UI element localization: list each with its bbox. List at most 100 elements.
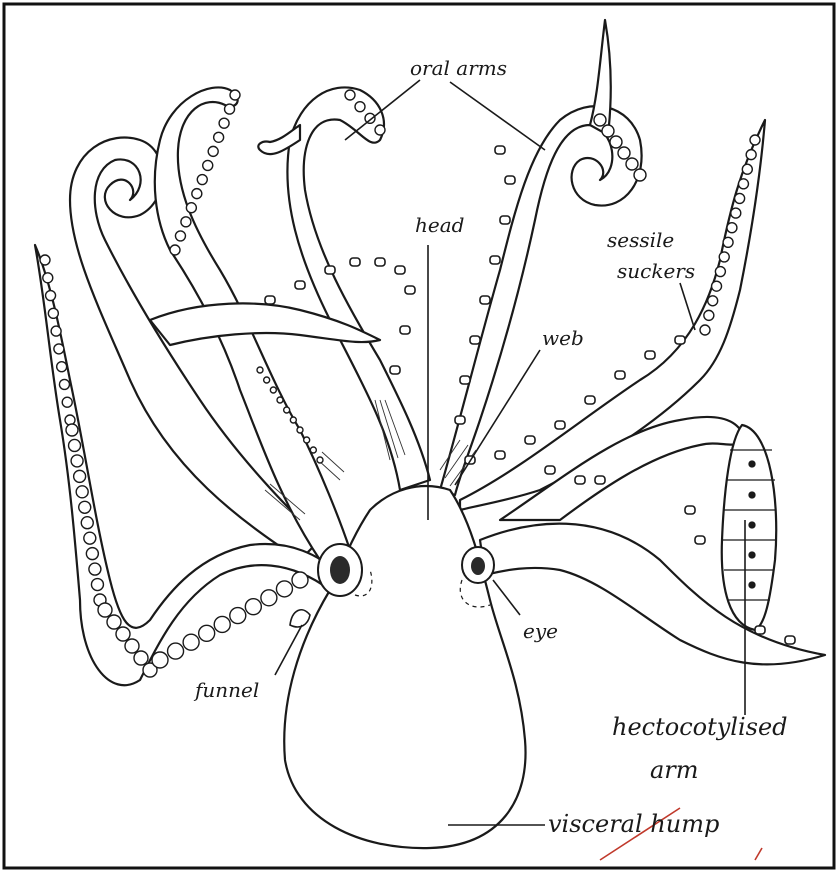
sucker xyxy=(86,548,98,560)
sucker xyxy=(203,160,213,170)
sucker xyxy=(345,90,355,100)
sucker-tubercle xyxy=(615,371,625,379)
sucker-tubercle xyxy=(500,216,510,224)
label-web: web xyxy=(542,326,584,350)
sucker xyxy=(304,437,310,443)
sucker xyxy=(355,102,365,112)
sucker xyxy=(245,599,261,615)
sucker xyxy=(230,90,240,100)
sucker xyxy=(134,651,148,665)
sucker-tubercle xyxy=(325,266,335,274)
sucker-tubercle xyxy=(350,258,360,266)
sucker xyxy=(192,189,202,199)
sucker xyxy=(626,158,638,170)
sucker xyxy=(618,147,630,159)
label-oral-arms: oral arms xyxy=(410,56,507,80)
hectocotylus-ligula xyxy=(722,425,776,630)
sucker xyxy=(297,427,303,433)
sucker xyxy=(208,146,218,156)
sucker xyxy=(43,273,53,283)
sucker xyxy=(48,308,58,318)
sucker-tubercle xyxy=(575,476,585,484)
label-suckers: suckers xyxy=(617,259,695,283)
sucker-tubercle xyxy=(755,626,765,634)
sucker xyxy=(46,291,56,301)
sucker-tubercle xyxy=(585,396,595,404)
sucker xyxy=(594,114,606,126)
sucker-tubercle xyxy=(525,436,535,444)
sucker-tubercle xyxy=(675,336,685,344)
sucker-tubercle xyxy=(490,256,500,264)
sucker xyxy=(225,104,235,114)
sucker xyxy=(230,608,246,624)
sucker-tubercle xyxy=(495,146,505,154)
sucker xyxy=(74,470,86,482)
sucker xyxy=(199,625,215,641)
sucker xyxy=(746,150,756,160)
sucker xyxy=(375,125,385,135)
sucker-tubercle xyxy=(405,286,415,294)
sucker xyxy=(270,387,276,393)
sucker-tubercle xyxy=(395,266,405,274)
sucker xyxy=(715,267,725,277)
sucker-tubercle xyxy=(460,376,470,384)
sucker xyxy=(183,634,199,650)
sucker-tubercle xyxy=(785,636,795,644)
sucker xyxy=(152,652,168,668)
sucker-tubercle xyxy=(595,476,605,484)
label-sessile: sessile xyxy=(607,228,674,252)
sucker xyxy=(71,455,83,467)
sucker xyxy=(723,237,733,247)
sucker-tubercle xyxy=(695,536,705,544)
sucker xyxy=(81,517,93,529)
label-arm: arm xyxy=(650,756,699,784)
sucker xyxy=(284,407,290,413)
sucker xyxy=(57,362,67,372)
sucker xyxy=(168,643,184,659)
sucker xyxy=(738,179,748,189)
sucker xyxy=(708,296,718,306)
sucker xyxy=(186,203,196,213)
sucker xyxy=(89,563,101,575)
sucker xyxy=(742,164,752,174)
sucker-tubercle xyxy=(505,176,515,184)
sucker-tubercle xyxy=(375,258,385,266)
sucker xyxy=(735,193,745,203)
sucker xyxy=(51,326,61,336)
sucker xyxy=(76,486,88,498)
sucker-tubercle xyxy=(495,451,505,459)
sucker-tubercle xyxy=(390,366,400,374)
sucker xyxy=(69,439,81,451)
sucker xyxy=(264,377,270,383)
sucker xyxy=(125,639,139,653)
label-hectocotylised: hectocotylised xyxy=(612,713,788,741)
sucker xyxy=(317,457,323,463)
sucker xyxy=(219,118,229,128)
sucker-tubercle xyxy=(470,336,480,344)
sucker-tubercle xyxy=(545,466,555,474)
sucker xyxy=(84,532,96,544)
sucker xyxy=(91,579,103,591)
sucker-tubercle xyxy=(480,296,490,304)
label-head: head xyxy=(415,213,464,237)
sucker-tubercle xyxy=(455,416,465,424)
sucker xyxy=(62,397,72,407)
sucker-tubercle xyxy=(400,326,410,334)
arm-left-spiral xyxy=(70,138,320,561)
label-visceral-hump: visceral hump xyxy=(548,810,719,838)
sucker xyxy=(290,417,296,423)
sucker xyxy=(40,255,50,265)
sucker xyxy=(59,379,69,389)
sucker xyxy=(197,175,207,185)
sucker xyxy=(276,581,292,597)
sucker xyxy=(277,397,283,403)
label-funnel: funnel xyxy=(193,678,259,702)
sucker xyxy=(175,231,185,241)
sucker xyxy=(257,367,263,373)
sucker xyxy=(610,136,622,148)
sucker-tubercle xyxy=(295,281,305,289)
sucker xyxy=(214,616,230,632)
sucker xyxy=(98,603,112,617)
sucker xyxy=(214,132,224,142)
